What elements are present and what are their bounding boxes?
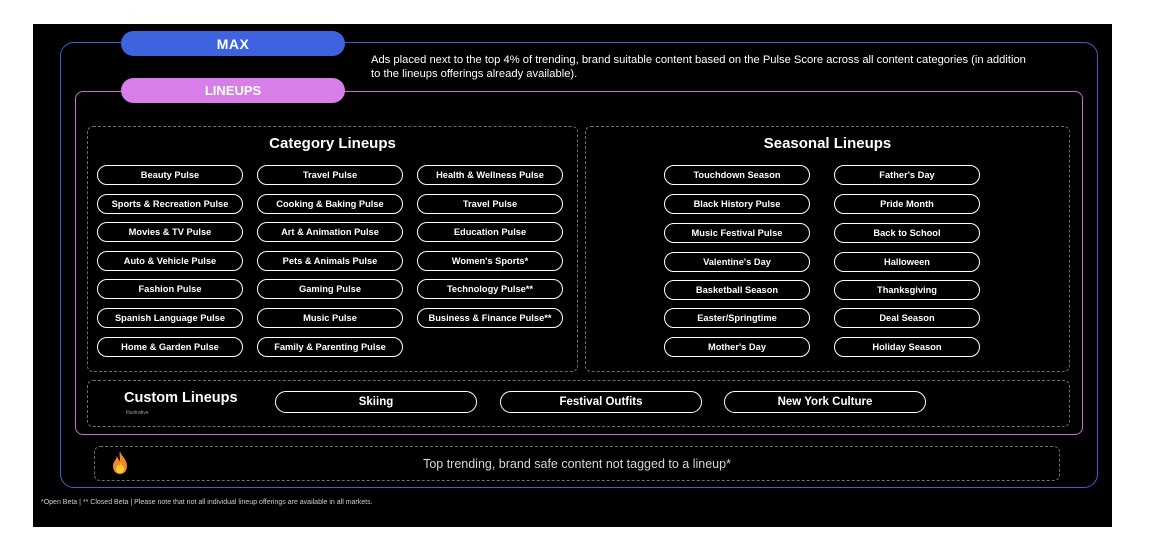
lineup-chip: Gaming Pulse: [257, 279, 403, 299]
lineup-chip: Art & Animation Pulse: [257, 222, 403, 242]
lineup-chip: Women's Sports*: [417, 251, 563, 271]
max-label: MAX: [121, 31, 345, 56]
max-frame: [60, 42, 1098, 488]
category-lineups-box: Category Lineups: [87, 126, 578, 372]
lineup-chip: Pride Month: [834, 194, 980, 214]
lineup-chip: Business & Finance Pulse**: [417, 308, 563, 328]
lineup-chip: Home & Garden Pulse: [97, 337, 243, 357]
lineup-chip: Technology Pulse**: [417, 279, 563, 299]
lineup-chip: Beauty Pulse: [97, 165, 243, 185]
custom-lineup-chip: Skiing: [275, 391, 477, 413]
lineup-chip: Music Festival Pulse: [664, 223, 810, 243]
lineup-chip: Halloween: [834, 252, 980, 272]
lineup-chip: Sports & Recreation Pulse: [97, 194, 243, 214]
lineups-frame: [75, 91, 1083, 435]
trending-text: Top trending, brand safe content not tag…: [423, 456, 731, 471]
lineup-chip: Mother's Day: [664, 337, 810, 357]
lineup-chip: Music Pulse: [257, 308, 403, 328]
lineup-chip: Movies & TV Pulse: [97, 222, 243, 242]
lineup-chip: Pets & Animals Pulse: [257, 251, 403, 271]
trending-box: [94, 446, 1060, 481]
lineup-chip: Cooking & Baking Pulse: [257, 194, 403, 214]
lineup-chip: Father's Day: [834, 165, 980, 185]
category-lineups-title: Category Lineups: [269, 135, 396, 152]
lineup-chip: Education Pulse: [417, 222, 563, 242]
footnote: *Open Beta | ** Closed Beta | Please not…: [41, 499, 373, 506]
lineup-chip: Valentine's Day: [664, 252, 810, 272]
lineup-chip: Black History Pulse: [664, 194, 810, 214]
lineup-chip: Basketball Season: [664, 280, 810, 300]
lineup-chip: Auto & Vehicle Pulse: [97, 251, 243, 271]
custom-lineup-chip: Festival Outfits: [500, 391, 702, 413]
fire-icon: [108, 450, 132, 476]
lineups-label: LINEUPS: [121, 78, 345, 103]
lineup-chip: Travel Pulse: [257, 165, 403, 185]
lineup-chip: Family & Parenting Pulse: [257, 337, 403, 357]
custom-lineup-chip: New York Culture: [724, 391, 926, 413]
lineup-chip: Holiday Season: [834, 337, 980, 357]
lineup-chip: Travel Pulse: [417, 194, 563, 214]
lineup-chip: Back to School: [834, 223, 980, 243]
lineup-chip: Health & Wellness Pulse: [417, 165, 563, 185]
lineup-chip: Thanksgiving: [834, 280, 980, 300]
lineup-chip: Touchdown Season: [664, 165, 810, 185]
lineup-chip: Deal Season: [834, 308, 980, 328]
seasonal-lineups-box: Seasonal Lineups: [585, 126, 1070, 372]
lineup-chip: Fashion Pulse: [97, 279, 243, 299]
custom-lineups-title: Custom Lineups: [124, 390, 238, 406]
background-panel: [33, 24, 1112, 527]
seasonal-lineups-title: Seasonal Lineups: [763, 135, 892, 152]
custom-lineups-box: [87, 380, 1070, 427]
max-description: Ads placed next to the top 4% of trendin…: [371, 54, 1026, 80]
lineup-chip: Easter/Springtime: [664, 308, 810, 328]
custom-lineups-subtitle: Illustrative: [126, 410, 149, 416]
lineup-chip: Spanish Language Pulse: [97, 308, 243, 328]
